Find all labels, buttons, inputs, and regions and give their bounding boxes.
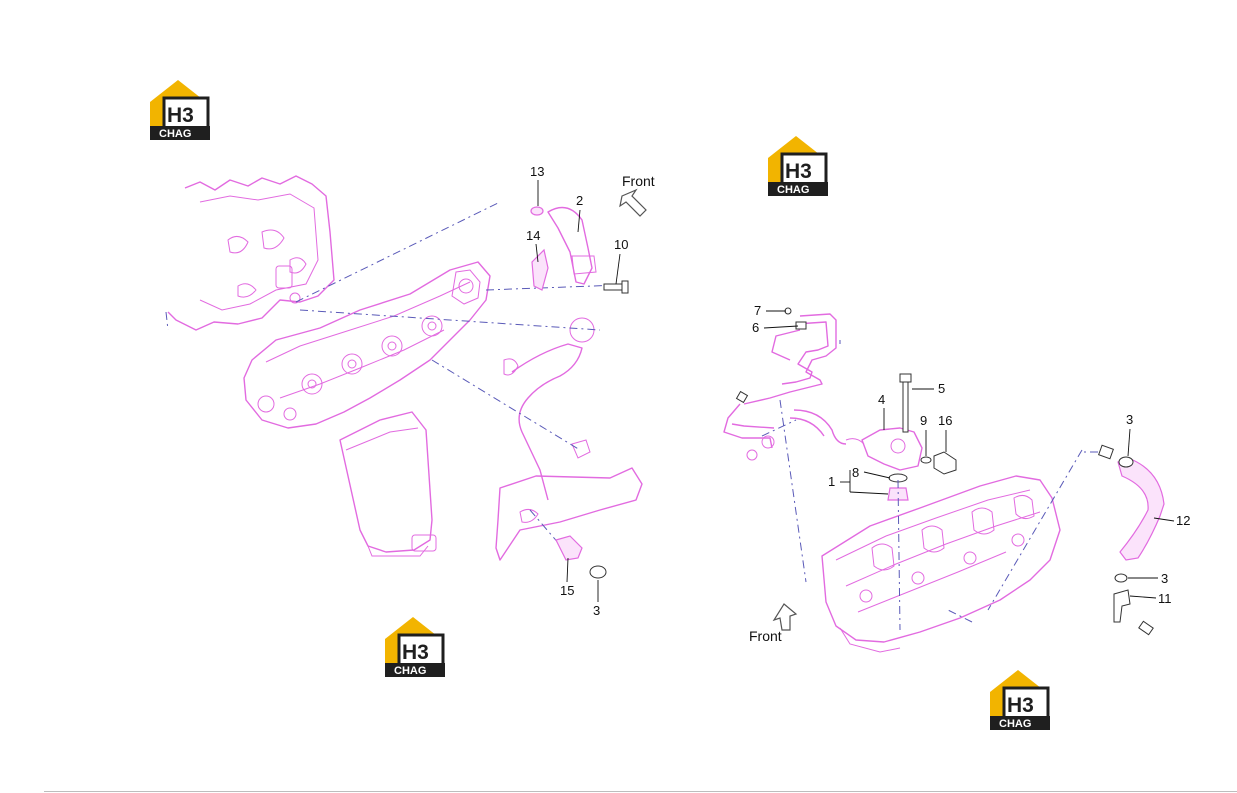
logo-mark-text: H3	[1007, 694, 1034, 717]
callout-label: 14	[526, 228, 540, 243]
front-label: Front	[749, 628, 782, 644]
callout-4: 4	[878, 392, 885, 430]
callout-15: 15	[560, 557, 574, 598]
callout-1: 1	[828, 470, 889, 495]
callout-3-lower: 3	[1128, 571, 1168, 586]
front-label: Front	[622, 173, 655, 189]
logo-mark-text: H3	[167, 104, 194, 127]
front-direction-arrow: Front	[749, 603, 798, 644]
logo-mark-text: H3	[402, 641, 429, 664]
page-divider	[44, 791, 1237, 792]
logo-mark-text: H3	[785, 160, 812, 183]
callout-10: 10	[614, 237, 628, 285]
front-direction-arrow: Front	[619, 173, 655, 217]
logo-caption-text: CHAG	[777, 184, 809, 196]
brand-logo: H3 CHAG	[148, 78, 212, 142]
callout-label: 3	[1126, 412, 1133, 427]
callout-16: 16	[938, 413, 952, 452]
callout-label: 3	[1161, 571, 1168, 586]
callout-label: 5	[938, 381, 945, 396]
brand-logo: H3 CHAG	[766, 134, 830, 198]
callout-label: 7	[754, 303, 761, 318]
callout-label: 13	[530, 164, 544, 179]
callout-label: 3	[593, 603, 600, 618]
callout-14: 14	[526, 228, 540, 263]
callout-label: 11	[1158, 591, 1172, 606]
callout-7: 7	[754, 303, 786, 318]
callout-label: 16	[938, 413, 952, 428]
callout-label: 2	[576, 193, 583, 208]
callout-label: 9	[920, 413, 927, 428]
callout-3-upper: 3	[1126, 412, 1133, 457]
logo-caption-text: CHAG	[999, 718, 1031, 730]
callout-13: 13	[530, 164, 544, 206]
callout-label: 8	[852, 465, 859, 480]
callout-9: 9	[920, 413, 927, 456]
left-assembly-drawing: Front 13 2 14 10 15 3	[165, 164, 655, 618]
callout-label: 1	[828, 474, 835, 489]
callout-label: 15	[560, 583, 574, 598]
callout-label: 10	[614, 237, 628, 252]
callout-5: 5	[912, 381, 945, 396]
callout-3: 3	[593, 580, 600, 618]
callout-label: 4	[878, 392, 885, 407]
callout-label: 12	[1176, 513, 1190, 528]
brand-logo: H3 CHAG	[988, 668, 1052, 732]
callout-2: 2	[576, 193, 583, 233]
callout-6: 6	[752, 320, 799, 335]
callout-8: 8	[852, 465, 891, 480]
right-assembly-drawing: Front 7 6 5 4 9 16 8	[723, 303, 1190, 653]
logo-caption-text: CHAG	[394, 665, 426, 677]
callout-12: 12	[1153, 513, 1190, 528]
callout-label: 6	[752, 320, 759, 335]
logo-caption-text: CHAG	[159, 128, 191, 140]
brand-logo: H3 CHAG	[383, 615, 447, 679]
callout-11: 11	[1129, 591, 1172, 606]
